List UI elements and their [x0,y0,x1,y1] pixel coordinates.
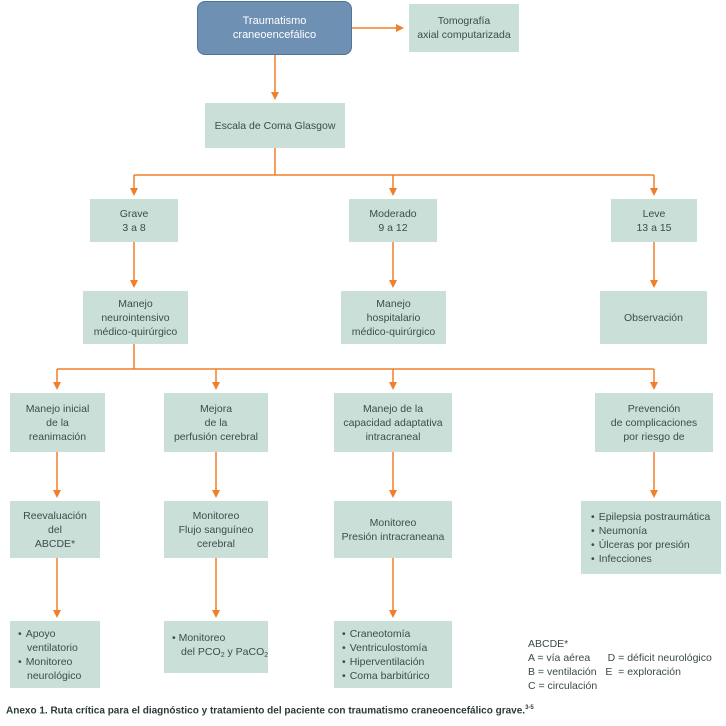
moderado-node: Moderado 9 a 12 [349,199,437,242]
complicaciones-node: Epilepsia postraumática Neumonía Úlceras… [581,501,721,574]
monitoreo-gases-line-2: del PCO2 y PaCO2 [172,645,268,663]
ct-node: Tomografía axial computarizada [409,4,519,52]
leve-line-1: Leve [642,207,666,220]
grave-line-2: 3 a 8 [122,221,146,234]
complicacion-item-2: Neumonía [591,524,710,538]
prevencion-line-1: Prevención [627,402,681,415]
manejo-neuro-line-2: neurointensivo [101,311,170,324]
complicaciones-list: Epilepsia postraumática Neumonía Úlceras… [591,510,710,566]
root-line-2: craneoencefálico [232,29,317,41]
root-node: Traumatismo craneoencefálico [197,1,352,55]
monitoreo-flujo-line-2: Flujo sanguíneo [178,523,254,536]
manejo-inicial-line-2: de la [46,416,69,429]
manejo-hosp-line-2: hospitalario [366,311,421,324]
monitoreo-flujo-line-3: cerebral [197,537,235,550]
manejo-inicial-line-1: Manejo inicial [25,402,90,415]
figure-caption: Anexo 1. Ruta crítica para el diagnóstic… [6,705,534,716]
grave-node: Grave 3 a 8 [90,199,178,242]
prevencion-node: Prevención de complicaciones por riesgo … [595,393,713,452]
observacion-node: Observación [600,291,707,344]
gases-sub-2: 2 [264,652,269,659]
monitoreo-flujo-line-1: Monitoreo [192,509,240,522]
manejo-hosp-line-3: médico-quirúrgico [351,325,436,338]
manejo-neuro-line-1: Manejo [118,297,153,310]
apoyo-node: Apoyo ventilatorioMonitoreo neurológico [10,621,100,688]
prevencion-line-2: de complicaciones [610,416,698,429]
prevencion-line-3: por riesgo de [623,430,685,443]
manejo-neuro-line-3: médico-quirúrgico [93,325,178,338]
manejo-inicial-line-3: reanimación [28,430,87,443]
manejo-hosp-line-1: Manejo [376,297,411,310]
moderado-line-1: Moderado [369,207,417,220]
apoyo-item-1: Apoyo ventilatorio [18,627,105,655]
mejora-line-3: perfusión cerebral [173,430,259,443]
legend-row-1: A = vía aérea D = déficit neurológico [528,652,712,664]
manejo-neuro-node: Manejo neurointensivo médico-quirúrgico [83,291,188,344]
monitoreo-gases-line-1: • Monitoreo [172,632,226,644]
caption-ref: 3-5 [525,705,534,711]
manejo-hosp-node: Manejo hospitalario médico-quirúrgico [341,291,446,344]
complicacion-item-1: Epilepsia postraumática [591,510,710,524]
apoyo-item-2: Monitoreo neurológico [18,655,105,683]
monitoreo-flujo-node: Monitoreo Flujo sanguíneo cerebral [164,501,268,558]
observacion-label: Observación [624,311,683,324]
cirugia-item-3: Hiperventilación [342,655,430,669]
cirugia-item-4: Coma barbitúrico [342,669,430,683]
abcde-legend: ABCDE* A = vía aérea D = déficit neuroló… [528,637,712,693]
manejo-inicial-node: Manejo inicial de la reanimación [10,393,105,452]
glasgow-node: Escala de Coma Glasgow [205,103,345,148]
gases-sub-1: 2 [220,652,225,659]
cirugia-list: Craneotomía Ventriculostomía Hiperventil… [342,627,430,683]
monitoreo-presion-line-1: Monitoreo [369,516,417,529]
manejo-capacidad-line-2: capacidad adaptativa [343,416,443,429]
manejo-capacidad-line-1: Manejo de la [362,402,424,415]
gases-mid: y PaCO [224,646,265,658]
monitoreo-presion-line-2: Presión intracraneana [341,530,445,543]
manejo-capacidad-line-3: intracraneal [365,430,421,443]
cirugia-node: Craneotomía Ventriculostomía Hiperventil… [334,621,452,688]
root-line-1: Traumatismo [242,15,307,27]
mejora-line-2: de la [204,416,228,429]
monitoreo-presion-node: Monitoreo Presión intracraneana [334,501,452,558]
grave-line-1: Grave [119,207,149,220]
glasgow-label: Escala de Coma Glasgow [214,119,336,132]
moderado-line-2: 9 a 12 [378,221,408,234]
mejora-node: Mejora de la perfusión cerebral [164,393,268,452]
caption-text: Anexo 1. Ruta crítica para el diagnóstic… [6,705,526,717]
reevaluacion-line-2: del [47,523,62,536]
legend-row-3: C = circulación [528,680,598,692]
cirugia-item-1: Craneotomía [342,627,430,641]
apoyo-list: Apoyo ventilatorioMonitoreo neurológico [18,627,105,683]
complicacion-item-4: Infecciones [591,552,710,566]
gases-pre: del PCO [181,646,221,658]
leve-node: Leve 13 a 15 [611,199,697,242]
monitoreo-gases-line-1-text: Monitoreo [178,632,226,644]
manejo-capacidad-node: Manejo de la capacidad adaptativa intrac… [334,393,452,452]
reevaluacion-line-3: ABCDE* [34,537,76,550]
reevaluacion-line-1: Reevaluación [23,509,87,522]
leve-line-2: 13 a 15 [636,221,672,234]
legend-row-2: B = ventilación E = exploración [528,666,681,678]
complicacion-item-3: Úlceras por presión [591,538,710,552]
mejora-line-1: Mejora [199,402,233,415]
ct-line-1: Tomografía [437,15,491,27]
ct-line-2: axial computarizada [417,29,511,41]
cirugia-item-2: Ventriculostomía [342,641,430,655]
reevaluacion-node: Reevaluación del ABCDE* [10,501,100,558]
legend-title: ABCDE* [528,638,569,650]
monitoreo-gases-node: • Monitoreo del PCO2 y PaCO2 [164,621,268,673]
